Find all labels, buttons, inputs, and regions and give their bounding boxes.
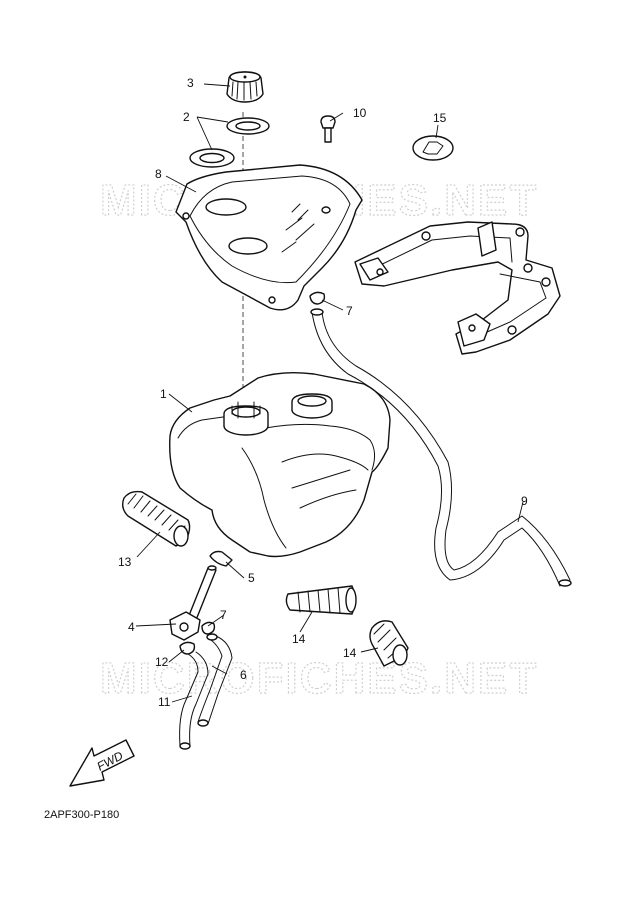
emblem-part-15[interactable] [412,135,454,161]
cap-gasket-upper[interactable] [226,117,270,135]
breather-hose-part-9[interactable] [310,308,572,587]
callout-3: 3 [187,76,194,90]
callout-4: 4 [128,620,135,634]
callout-13: 13 [118,555,132,569]
spring-part-13[interactable] [121,490,191,547]
cap-gasket-lower[interactable] [189,148,235,168]
bolt-part-10[interactable] [320,115,336,143]
callout-14-right: 14 [343,646,357,660]
frame-bracket[interactable] [354,221,561,355]
hose-clip-lower[interactable] [201,621,216,635]
spring-part-14-left[interactable] [285,585,357,615]
callout-6: 6 [240,668,247,682]
callout-12: 12 [155,655,169,669]
callout-9: 9 [521,494,528,508]
callout-10: 10 [353,106,367,120]
hose-part-11[interactable] [179,651,209,750]
fuel-tank-part-1[interactable] [169,371,391,558]
callout-8: 8 [155,167,162,181]
callout-14-left: 14 [292,632,306,646]
fuel-cock-part-4[interactable] [169,565,217,641]
clip-part-12[interactable] [179,641,196,655]
callout-15: 15 [433,111,447,125]
callout-2: 2 [183,110,190,124]
tank-cover-part-8[interactable] [175,164,363,311]
callout-numbers: 3 2 8 10 15 7 1 9 13 5 7 4 14 14 12 6 11 [118,76,528,709]
spring-part-14-right[interactable] [369,620,409,667]
fuel-cap[interactable] [226,71,264,103]
watermark-bottom: MICROFICHES.NET [100,654,538,703]
fuel-hose-part-6[interactable] [197,633,233,727]
forward-direction-arrow: FWD [69,739,135,787]
leader-lines [135,83,524,703]
callout-7-lower: 7 [220,608,227,622]
callout-1: 1 [160,387,167,401]
callout-11: 11 [158,695,171,709]
hose-clip-upper[interactable] [309,291,326,305]
callout-5: 5 [248,571,255,585]
diagram-code: 2APF300-P180 [44,809,119,821]
callout-7-upper: 7 [346,304,353,318]
